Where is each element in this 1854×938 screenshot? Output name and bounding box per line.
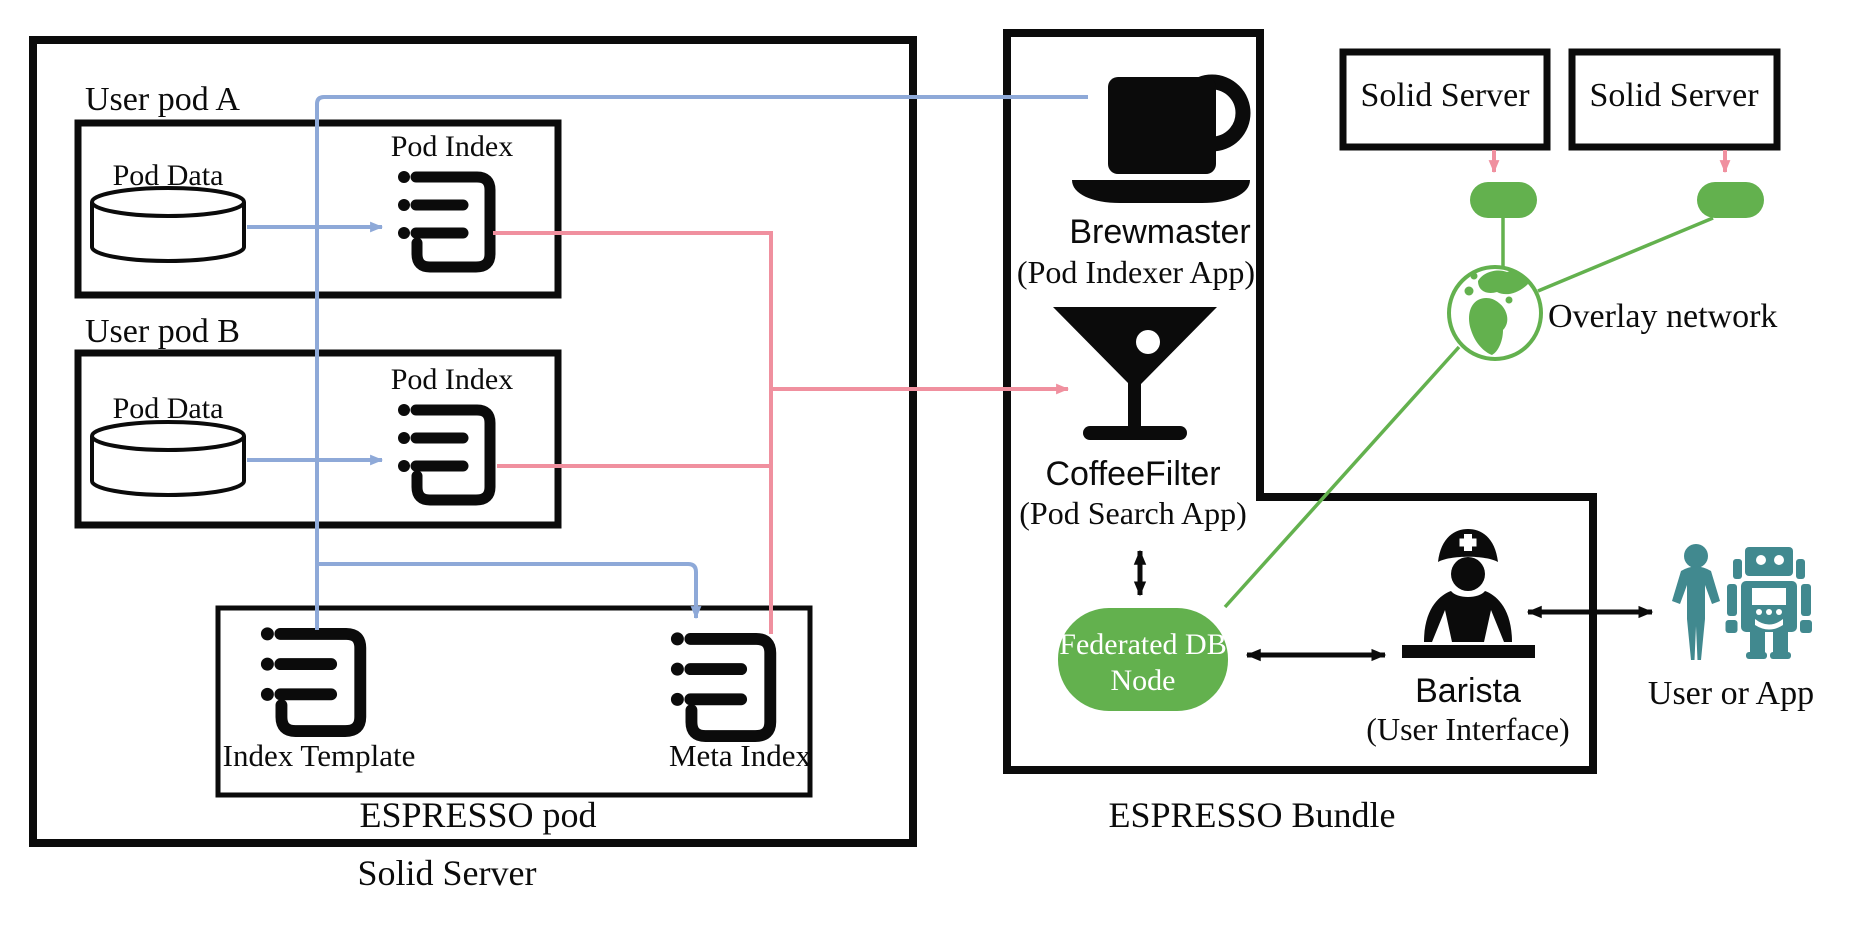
brewmaster-name: Brewmaster <box>1069 213 1251 251</box>
federated-db-node-line2: Node <box>1110 664 1176 697</box>
federated-db-node-line1: Federated DB <box>1059 628 1227 661</box>
overlay-network-label: Overlay network <box>1548 298 1778 335</box>
overlay-solid-server-right-label: Solid Server <box>1589 77 1759 114</box>
federated-db-node-capsule <box>1058 608 1228 711</box>
globe-icon <box>1447 265 1543 361</box>
overlay-solid-server-left-label: Solid Server <box>1360 77 1530 114</box>
black-connectors <box>1133 549 1654 662</box>
green-connectors <box>1223 216 1714 609</box>
user-or-app-label: User or App <box>1647 675 1815 712</box>
barista-name: Barista <box>1415 672 1521 710</box>
coffee-cup-icon <box>1072 74 1251 203</box>
person-icon <box>1672 544 1720 660</box>
pod-index-a-icon <box>398 171 496 273</box>
pod-data-b-cylinder-icon <box>90 420 246 497</box>
user-pod-a-title: User pod A <box>85 81 240 118</box>
espresso-bundle-title: ESPRESSO Bundle <box>1108 795 1396 835</box>
green-line-pill-right-to-globe <box>1537 216 1714 293</box>
blue-line-trunk-to-brewmaster <box>315 95 1088 630</box>
espresso-pod-box <box>215 605 813 798</box>
pink-connectors <box>493 150 1731 634</box>
solid-server-title: Solid Server <box>357 853 537 893</box>
overlay-solid-server-right-box <box>1568 48 1781 151</box>
meta-index-icon <box>670 632 777 743</box>
pod-data-b-label: Pod Data <box>112 392 224 425</box>
pod-index-b-icon <box>398 404 496 506</box>
coffeefilter-role: (Pod Search App) <box>1019 495 1247 531</box>
blue-connectors <box>247 95 1088 630</box>
meta-index-label: Meta Index <box>668 738 812 773</box>
network-node-pill-right <box>1697 182 1764 218</box>
robot-icon <box>1725 547 1812 659</box>
overlay-solid-server-left-box <box>1339 48 1551 151</box>
pod-index-a-label: Pod Index <box>390 130 514 163</box>
solid-server-box <box>29 36 917 847</box>
pod-index-b-label: Pod Index <box>390 363 514 396</box>
nurse-counter-icon <box>1402 529 1535 658</box>
brewmaster-role: (Pod Indexer App) <box>1016 254 1256 290</box>
pod-data-a-label: Pod Data <box>112 159 224 192</box>
index-template-label: Index Template <box>222 738 416 773</box>
network-node-pill-left <box>1470 182 1537 218</box>
pod-data-a-cylinder-icon <box>90 186 246 263</box>
espresso-bundle-box <box>1003 29 1597 774</box>
pink-line-pod-index-a <box>493 231 773 634</box>
user-pod-b-title: User pod B <box>85 313 240 350</box>
martini-glass-icon <box>1053 307 1217 440</box>
espresso-pod-title: ESPRESSO pod <box>359 795 597 835</box>
barista-role: (User Interface) <box>1366 711 1570 747</box>
green-line-globe-to-fed-db <box>1223 345 1461 609</box>
coffeefilter-name: CoffeeFilter <box>1045 455 1221 493</box>
blue-arrow-to-meta-index <box>317 562 702 620</box>
index-template-icon <box>260 627 367 738</box>
